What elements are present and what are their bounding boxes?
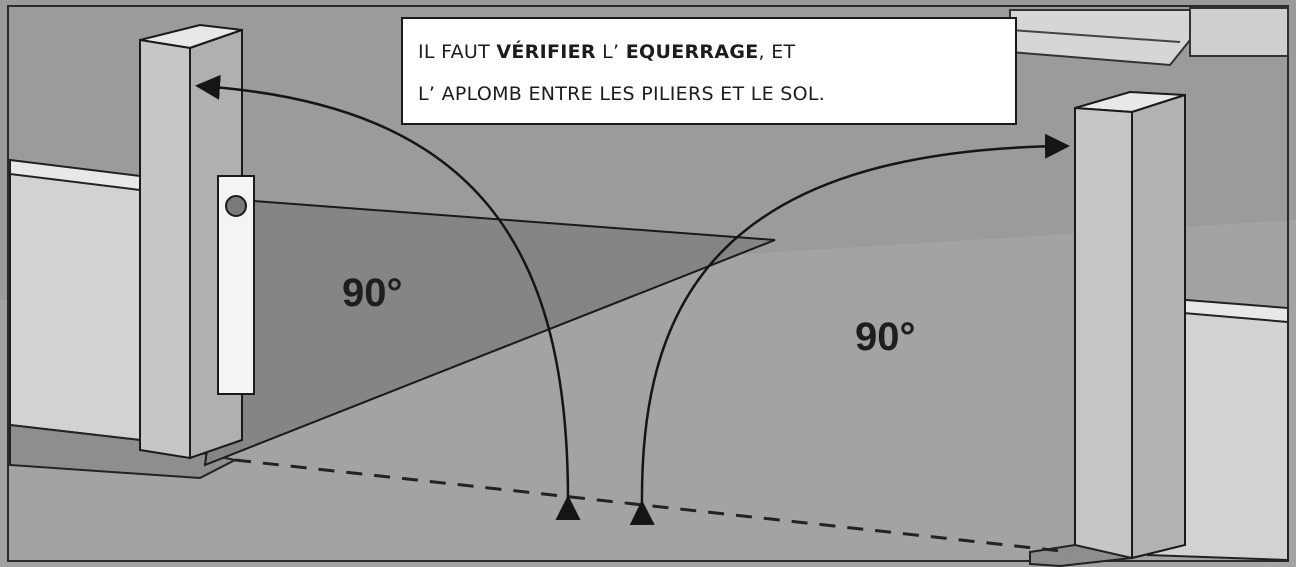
instruction-line-1: IL FAUT VÉRIFIER L’ EQUERRAGE, ET (418, 40, 795, 63)
instruction-text: , ET (759, 41, 796, 63)
left-pillar-front (139, 38, 191, 460)
photocell-lens-icon (225, 195, 247, 217)
left-fence-panel (9, 163, 141, 442)
instruction-box (401, 17, 1017, 125)
right-pillar-side (1131, 93, 1186, 560)
left-angle-label: 90° (342, 271, 403, 315)
right-curved-arrow (629, 133, 1070, 526)
right-angle-label: 90° (855, 315, 916, 359)
left-curved-arrow (195, 74, 581, 521)
instruction-line-2: L’ APLOMB ENTRE LES PILIERS ET LE SOL. (418, 83, 825, 105)
instruction-text: L’ (596, 41, 626, 63)
right-pillar-front (1074, 106, 1133, 560)
instruction-text: IL FAUT (418, 41, 496, 63)
distant-wall-block (1189, 7, 1289, 57)
instruction-bold-squareness: EQUERRAGE (626, 41, 759, 63)
instruction-bold-verify: VÉRIFIER (496, 40, 596, 63)
distant-step-edge (1009, 29, 1181, 43)
diagram-frame (7, 5, 1289, 562)
